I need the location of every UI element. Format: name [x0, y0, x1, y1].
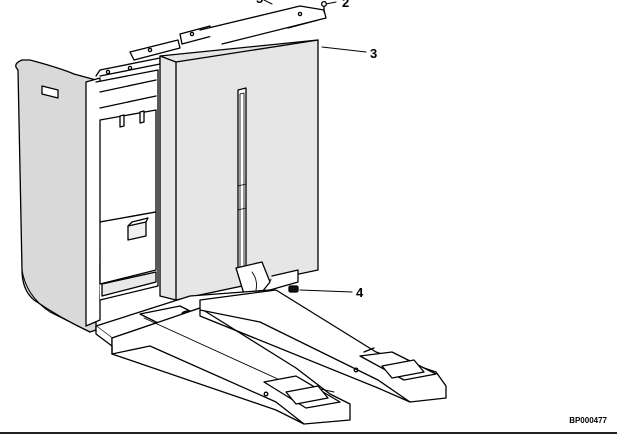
document-id: BP000477	[569, 416, 607, 425]
bottom-rule	[0, 432, 617, 434]
leader-5	[263, 0, 273, 5]
callout-3: 3	[370, 46, 377, 61]
callout-4: 4	[356, 285, 364, 300]
callout-2: 2	[342, 0, 349, 10]
callout-5: 5	[256, 0, 263, 6]
cover-panel	[159, 39, 319, 301]
mast-frame	[85, 5, 327, 327]
leader-4	[299, 289, 353, 293]
left-side-panel	[15, 59, 97, 333]
leader-2	[325, 1, 337, 5]
leader-3	[321, 46, 367, 53]
fork-assembly	[95, 269, 447, 425]
bumper-item-4	[288, 285, 299, 293]
